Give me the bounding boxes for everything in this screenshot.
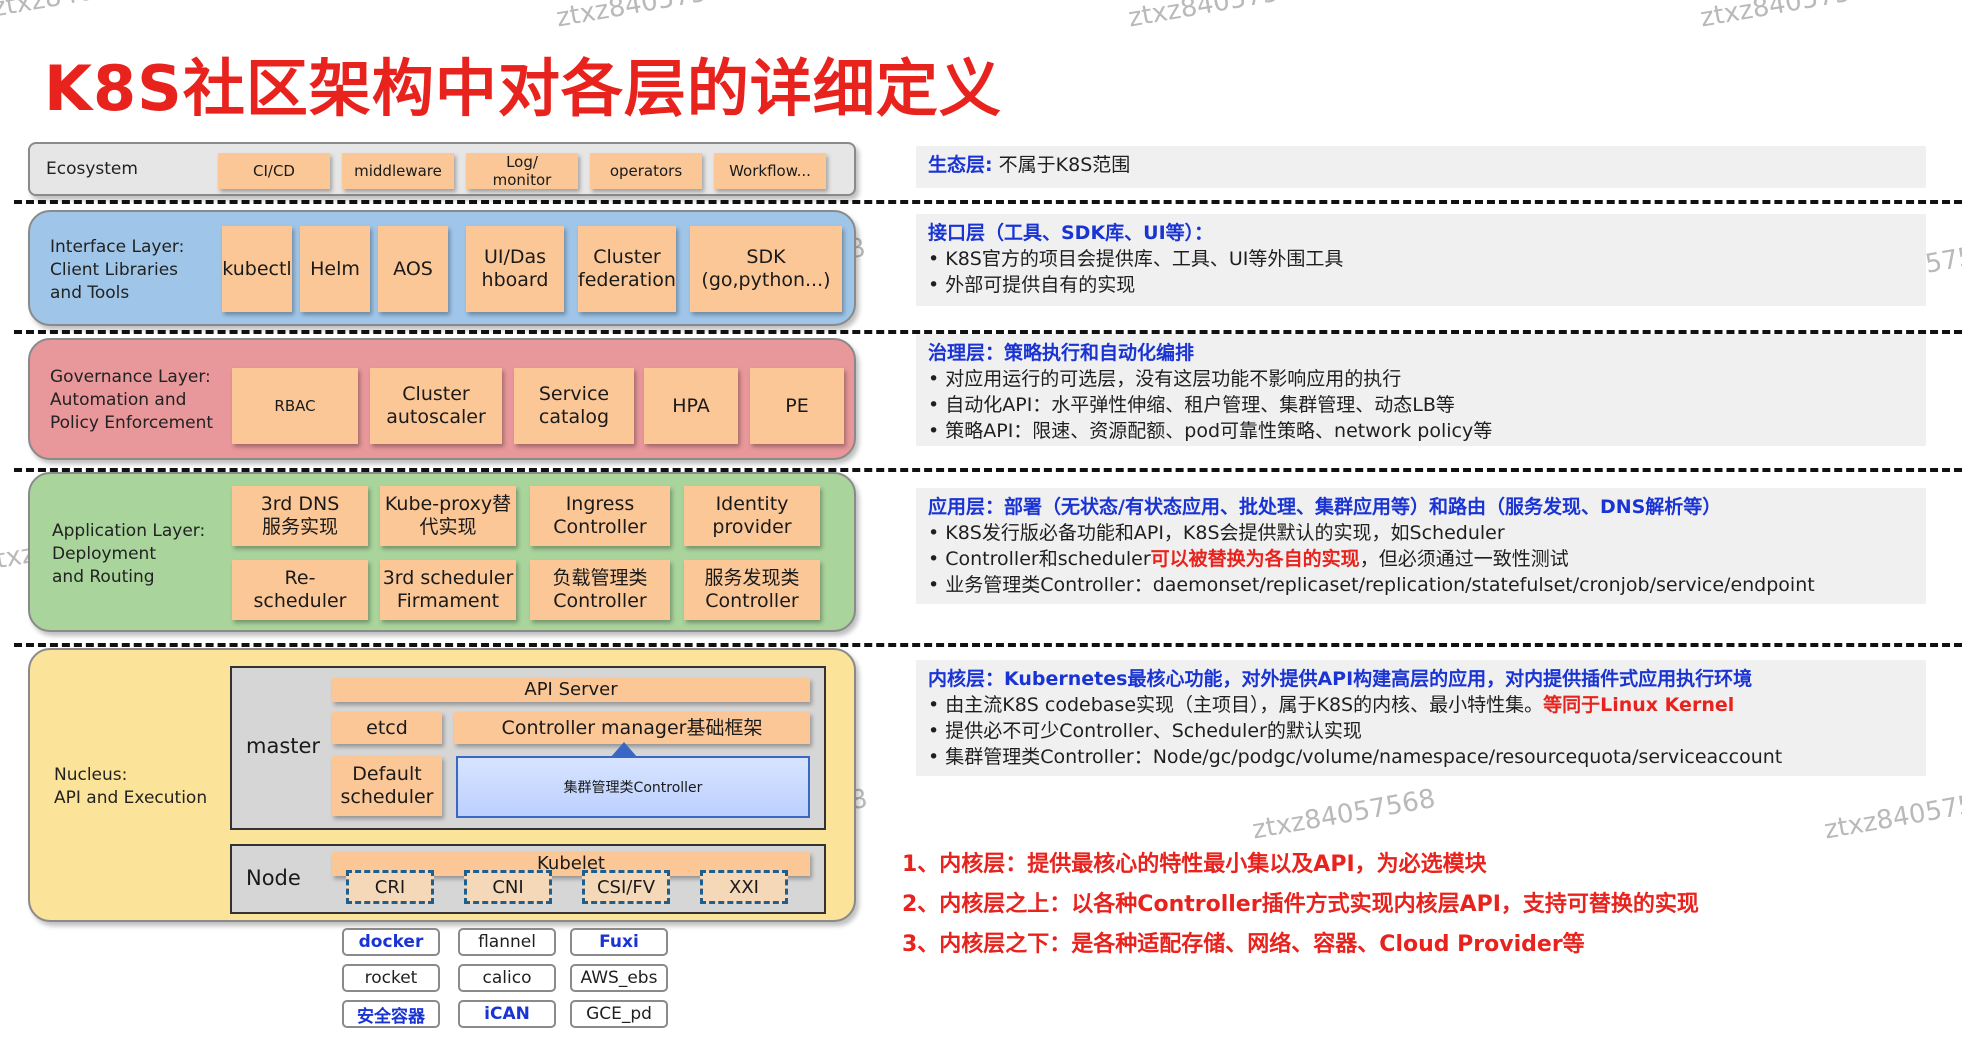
app-item-kube-proxy: Kube-proxy替 代实现 bbox=[380, 486, 516, 546]
plugin-flannel: flannel bbox=[458, 928, 556, 956]
governance-layer: Governance Layer: Automation and Policy … bbox=[28, 338, 856, 460]
app-item-ingress: Ingress Controller bbox=[530, 486, 670, 546]
desc-interface-head: 接口层（工具、SDK库、UI等）： bbox=[928, 222, 1214, 244]
summary-line-2: 2、内核层之上：以各种Controller插件方式实现内核层API，支持可替换的… bbox=[902, 892, 1699, 917]
app-item-discovery-controller: 服务发现类 Controller bbox=[684, 560, 820, 620]
desc-app-highlight: 可以被替换为各自的实现 bbox=[1150, 548, 1360, 570]
csi-box: CSI/FV bbox=[582, 870, 670, 904]
desc-nucleus-item: 由主流K8S codebase实现（主项目），属于K8S的内核、最小特性集。等同… bbox=[928, 692, 1914, 718]
desc-nucleus-item: 集群管理类Controller：Node/gc/podgc/volume/nam… bbox=[928, 744, 1914, 770]
etcd-box: etcd bbox=[332, 712, 442, 744]
nucleus-layer: Nucleus: API and Execution master API Se… bbox=[28, 648, 856, 922]
desc-interface-item: K8S官方的项目会提供库、工具、UI等外围工具 bbox=[928, 246, 1914, 272]
nucleus-label: Nucleus: API and Execution bbox=[54, 765, 208, 808]
governance-label: Governance Layer: Automation and Policy … bbox=[50, 367, 214, 433]
gov-item-rbac: RBAC bbox=[232, 368, 358, 444]
desc-interface: 接口层（工具、SDK库、UI等）： K8S官方的项目会提供库、工具、UI等外围工… bbox=[916, 214, 1926, 306]
desc-nucleus-item: 提供必不可少Controller、Scheduler的默认实现 bbox=[928, 718, 1914, 744]
desc-app-text: Controller和scheduler bbox=[945, 548, 1151, 570]
watermark: ztxz84057568 bbox=[1250, 783, 1438, 846]
application-label: Application Layer: Deployment and Routin… bbox=[52, 521, 206, 587]
eco-item-middleware: middleware bbox=[342, 153, 454, 189]
page-title: K8S社区架构中对各层的详细定义 bbox=[44, 52, 1002, 125]
desc-governance-item: 自动化API：水平弹性伸缩、租户管理、集群管理、动态LB等 bbox=[928, 392, 1914, 418]
interface-layer: Interface Layer: Client Libraries and To… bbox=[28, 210, 856, 326]
layer-separator bbox=[14, 200, 1962, 204]
callout-pointer-icon bbox=[610, 742, 638, 758]
desc-ecosystem-head: 生态层: bbox=[928, 154, 993, 176]
if-item-dashboard: UI/Das hboard bbox=[466, 226, 564, 312]
layer-separator bbox=[14, 643, 1962, 647]
desc-governance: 治理层：策略执行和自动化编排 对应用运行的可选层，没有这层功能不影响应用的执行 … bbox=[916, 334, 1926, 446]
desc-nuc-highlight: 等同于Linux Kernel bbox=[1543, 694, 1735, 716]
eco-item-log-monitor: Log/ monitor bbox=[466, 153, 578, 189]
node-label: Node bbox=[246, 866, 301, 890]
default-scheduler-box: Default scheduler bbox=[332, 756, 442, 816]
watermark: ztxz84057568 bbox=[554, 0, 742, 34]
gov-item-cluster-autoscaler: Cluster autoscaler bbox=[370, 368, 502, 444]
plugin-ican: iCAN bbox=[458, 1000, 556, 1028]
plugin-fuxi: Fuxi bbox=[570, 928, 668, 956]
gov-item-pe: PE bbox=[750, 368, 844, 444]
app-item-rescheduler: Re- scheduler bbox=[232, 560, 368, 620]
desc-nucleus: 内核层：Kubernetes最核心功能，对外提供API构建高层的应用，对内提供插… bbox=[916, 660, 1926, 776]
layer-separator bbox=[14, 468, 1962, 472]
interface-label: Interface Layer: Client Libraries and To… bbox=[50, 237, 185, 303]
xxi-box: XXI bbox=[700, 870, 788, 904]
if-item-sdk: SDK (go,python...) bbox=[690, 226, 842, 312]
application-layer: Application Layer: Deployment and Routin… bbox=[28, 472, 856, 632]
desc-application-item: K8S发行版必备功能和API，K8S会提供默认的实现，如Scheduler bbox=[928, 520, 1914, 546]
gov-item-hpa: HPA bbox=[644, 368, 738, 444]
if-item-cluster-federation: Cluster federation bbox=[578, 226, 676, 312]
app-item-dns: 3rd DNS 服务实现 bbox=[232, 486, 368, 546]
if-item-helm: Helm bbox=[300, 226, 370, 312]
ecosystem-label: Ecosystem bbox=[46, 159, 138, 179]
controller-manager-box: Controller manager基础框架 bbox=[454, 712, 810, 744]
desc-governance-item: 策略API：限速、资源配额、pod可靠性策略、network policy等 bbox=[928, 418, 1914, 444]
gov-item-service-catalog: Service catalog bbox=[514, 368, 634, 444]
eco-item-operators: operators bbox=[590, 153, 702, 189]
plugin-secure-container: 安全容器 bbox=[342, 1000, 440, 1028]
watermark: ztxz84057568 bbox=[0, 0, 178, 24]
desc-application: 应用层：部署（无状态/有状态应用、批处理、集群应用等）和路由（服务发现、DNS解… bbox=[916, 488, 1926, 604]
cluster-controller-box: 集群管理类Controller bbox=[456, 756, 810, 818]
master-label: master bbox=[246, 734, 321, 758]
plugin-calico: calico bbox=[458, 964, 556, 992]
desc-ecosystem-text: 不属于K8S范围 bbox=[998, 154, 1131, 176]
summary-line-3: 3、内核层之下：是各种适配存储、网络、容器、Cloud Provider等 bbox=[902, 932, 1585, 957]
layer-separator bbox=[14, 330, 1962, 334]
desc-application-item: Controller和scheduler可以被替换为各自的实现，但必须通过一致性… bbox=[928, 546, 1914, 572]
summary-line-1: 1、内核层：提供最核心的特性最小集以及API，为必选模块 bbox=[902, 852, 1487, 877]
if-item-aos: AOS bbox=[378, 226, 448, 312]
desc-governance-item: 对应用运行的可选层，没有这层功能不影响应用的执行 bbox=[928, 366, 1914, 392]
app-item-identity: Identity provider bbox=[684, 486, 820, 546]
desc-application-head: 应用层：部署（无状态/有状态应用、批处理、集群应用等）和路由（服务发现、DNS解… bbox=[928, 496, 1722, 518]
watermark: ztxz84057568 bbox=[1822, 783, 1962, 846]
eco-item-cicd: CI/CD bbox=[218, 153, 330, 189]
watermark: ztxz84057568 bbox=[1698, 0, 1886, 34]
desc-interface-item: 外部可提供自有的实现 bbox=[928, 272, 1914, 298]
plugin-aws-ebs: AWS_ebs bbox=[570, 964, 668, 992]
desc-nuc-text: 由主流K8S codebase实现（主项目），属于K8S的内核、最小特性集。 bbox=[945, 694, 1544, 716]
cri-box: CRI bbox=[346, 870, 434, 904]
plugin-gce-pd: GCE_pd bbox=[570, 1000, 668, 1028]
desc-ecosystem: 生态层: 不属于K8S范围 bbox=[916, 146, 1926, 188]
desc-governance-head: 治理层：策略执行和自动化编排 bbox=[928, 342, 1195, 364]
eco-item-workflow: Workflow... bbox=[714, 153, 826, 189]
desc-nucleus-head: 内核层：Kubernetes最核心功能，对外提供API构建高层的应用，对内提供插… bbox=[928, 668, 1753, 690]
desc-app-text: ，但必须通过一致性测试 bbox=[1359, 548, 1569, 570]
if-item-kubectl: kubectl bbox=[222, 226, 292, 312]
api-server-box: API Server bbox=[332, 678, 810, 702]
desc-application-item: 业务管理类Controller：daemonset/replicaset/rep… bbox=[928, 572, 1914, 598]
watermark: ztxz84057568 bbox=[1126, 0, 1314, 34]
ecosystem-layer: Ecosystem CI/CD middleware Log/ monitor … bbox=[28, 142, 856, 196]
plugin-rocket: rocket bbox=[342, 964, 440, 992]
app-item-workload-controller: 负载管理类 Controller bbox=[530, 560, 670, 620]
plugin-docker: docker bbox=[342, 928, 440, 956]
master-box: master API Server etcd Controller manage… bbox=[230, 666, 826, 830]
app-item-firmament: 3rd scheduler Firmament bbox=[380, 560, 516, 620]
node-box: Node Kubelet CRI CNI CSI/FV XXI bbox=[230, 844, 826, 914]
cni-box: CNI bbox=[464, 870, 552, 904]
